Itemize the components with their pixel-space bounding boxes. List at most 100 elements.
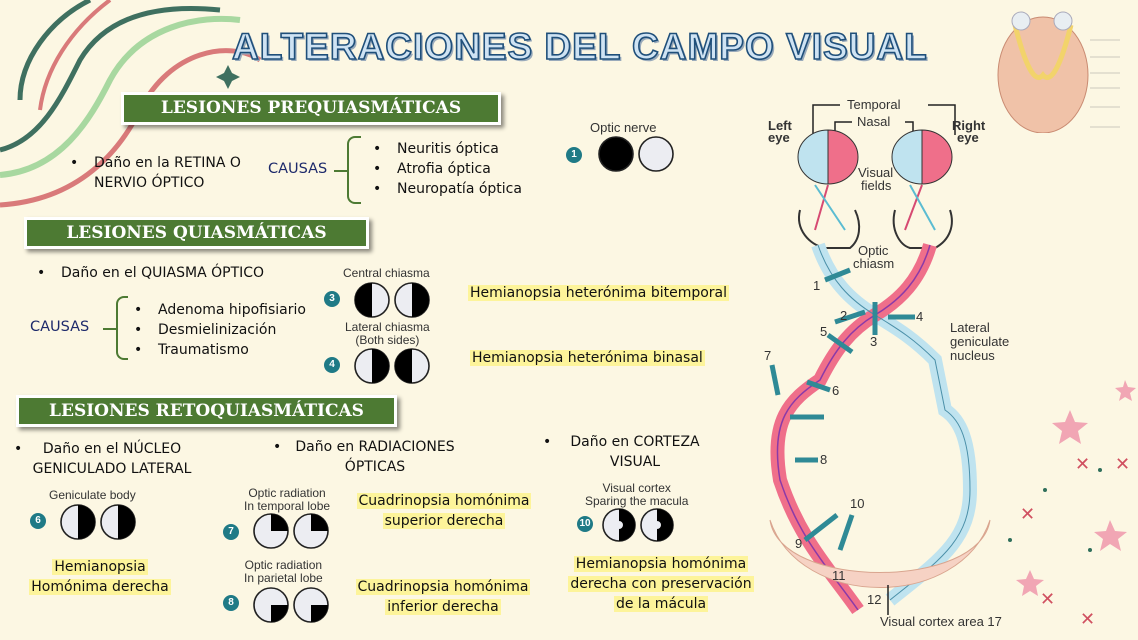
label-line: In parietal lobe — [244, 571, 323, 585]
result-line: derecha con preservación — [568, 576, 754, 592]
lateral-chiasma-label: Lateral chiasma(Both sides) — [345, 321, 430, 347]
right-eye-field — [891, 129, 953, 185]
quias-cause-item: Adenoma hipofisiario — [134, 300, 306, 320]
badge-3: 3 — [324, 291, 340, 307]
result-text: Hemianopsia heterónima bitemporal — [468, 285, 730, 301]
quias-causas-label: CAUSAS — [30, 319, 90, 335]
header-quiasmaticas: LESIONES QUIASMÁTICAS — [24, 217, 369, 249]
result-line: Hemianopsia homónima — [573, 556, 749, 572]
visual-fields-label-2: fields — [861, 178, 892, 193]
visual-field-right-eye — [293, 513, 329, 549]
optic-nerve-fields — [598, 136, 674, 172]
visual-field-right-eye — [640, 508, 674, 542]
lesion-number: 1 — [813, 278, 820, 293]
right-eye-label-2: eye — [957, 130, 979, 145]
central-chiasma-label: Central chiasma — [343, 266, 430, 280]
visual-field-left-eye — [60, 504, 96, 540]
lesion-number: 4 — [916, 309, 923, 324]
col3-bullet-1: Daño en CORTEZA — [570, 434, 700, 450]
lgn-label: Lateral — [950, 320, 990, 335]
brain-illustration — [997, 11, 1120, 133]
lesion-number: 8 — [820, 452, 827, 467]
visual-field-right-eye — [394, 282, 430, 318]
label-line: Optic radiation — [248, 486, 326, 500]
result-bitemporal: Hemianopsia heterónima bitemporal — [468, 283, 730, 303]
result-line: Cuadrinopsia homónima — [356, 493, 532, 509]
col1-bullet-1: Daño en el NÚCLEO — [42, 441, 182, 457]
svg-text:✕: ✕ — [1115, 454, 1130, 475]
visual-field-left-eye — [354, 348, 390, 384]
lesion-number: 10 — [850, 496, 864, 511]
visual-field-left-eye — [253, 513, 289, 549]
badge-4: 4 — [324, 357, 340, 373]
central-chiasma-fields — [354, 282, 430, 318]
lesion-number: 7 — [764, 348, 771, 363]
badge-7: 7 — [223, 524, 239, 540]
visual-cortex-area-label: Visual cortex area 17 — [880, 614, 1002, 629]
result-cuadrinopsia-inferior: Cuadrinopsia homónima inferior derecha — [353, 577, 533, 617]
col3-bullet-2: VISUAL — [609, 454, 661, 470]
right-eye-label: Right — [952, 118, 986, 133]
decorative-stars: ✕✕✕✕✕ — [1008, 380, 1136, 630]
badge-1: 1 — [566, 147, 582, 163]
temporal-label: Temporal — [847, 97, 901, 112]
lgn-label-2: geniculate — [950, 334, 1009, 349]
optic-chiasm-label-2: chiasm — [853, 256, 894, 271]
page-title: ALTERACIONES DEL CAMPO VISUAL — [231, 25, 928, 68]
visual-field-left-eye — [253, 587, 289, 623]
result-line: inferior derecha — [385, 599, 501, 615]
temporal-lobe-fields — [253, 513, 329, 549]
nasal-label: Nasal — [857, 114, 890, 129]
visual-field-left-eye — [598, 136, 634, 172]
lateral-chiasma-label-2: (Both sides) — [355, 333, 420, 347]
result-line: Hemianopsia — [52, 559, 148, 575]
svg-text:✕: ✕ — [1040, 589, 1055, 610]
visual-field-right-eye — [638, 136, 674, 172]
badge-10: 10 — [577, 516, 593, 532]
visual-field-right-eye — [394, 348, 430, 384]
pre-bullet: Daño en la RETINA O NERVIO ÓPTICO — [70, 153, 254, 193]
quias-cause-item: Desmielinización — [134, 320, 276, 340]
result-line: superior derecha — [382, 513, 506, 529]
header-retroquiasmaticas: LESIONES RETOQUIASMÁTICAS — [16, 395, 397, 427]
lesion-number: 12 — [867, 592, 881, 607]
label-line: Visual cortex — [602, 481, 671, 495]
visual-cortex-fields — [602, 508, 674, 542]
col2-bullet-1: Daño en RADIACIONES — [295, 439, 455, 455]
col1-bullet-2: GENICULADO LATERAL — [32, 461, 192, 477]
geniculate-body-label: Geniculate body — [49, 488, 136, 502]
geniculate-fields — [60, 504, 136, 540]
lesion-number: 3 — [870, 334, 877, 349]
svg-text:✕: ✕ — [1080, 609, 1095, 630]
lesion-number: 9 — [795, 536, 802, 551]
brace-connector — [334, 170, 348, 172]
lesion-number: 6 — [832, 383, 839, 398]
quias-bullet: Daño en el QUIASMA ÓPTICO — [37, 263, 264, 283]
result-line: Cuadrinopsia homónima — [355, 579, 531, 595]
optic-nerve-label: Optic nerve — [590, 120, 657, 135]
left-eye-label: Left — [768, 118, 793, 133]
visual-field-left-eye — [354, 282, 390, 318]
pre-cause-item: Neuritis óptica — [373, 139, 499, 159]
result-line: de la mácula — [613, 596, 709, 612]
brace — [116, 296, 128, 360]
label-line: Sparing the macula — [585, 494, 689, 508]
left-eye-label-2: eye — [768, 130, 790, 145]
svg-text:✕: ✕ — [1020, 504, 1035, 525]
lesion-number: 11 — [832, 568, 846, 583]
result-line: Homónima derecha — [29, 579, 171, 595]
lesion-numbers: 1 2 3 4 5 6 7 8 9 10 11 12 — [764, 278, 923, 607]
lgn-label-3: nucleus — [950, 348, 995, 363]
visual-field-right-eye — [100, 504, 136, 540]
visual-field-right-eye — [293, 587, 329, 623]
lateral-chiasma-fields — [354, 348, 430, 384]
lesion-number: 5 — [820, 324, 827, 339]
visual-pathway-diagram: Temporal Nasal Left eye Right eye Visual… — [764, 97, 1009, 629]
brace-connector — [103, 328, 117, 330]
